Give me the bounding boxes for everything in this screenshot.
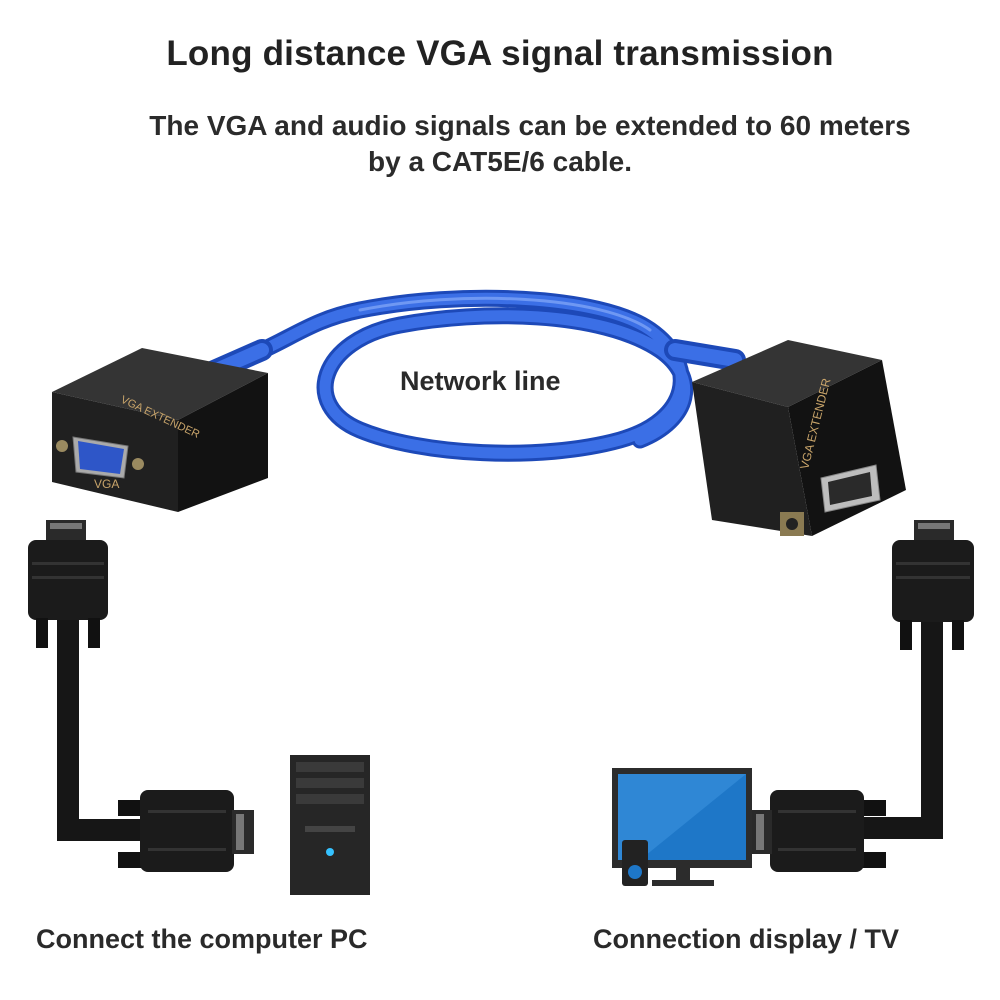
rj45-port bbox=[820, 464, 881, 513]
monitor-icon bbox=[612, 768, 752, 886]
left-vga-cable bbox=[28, 520, 254, 872]
left-extender-box bbox=[52, 348, 268, 512]
vga-port-female bbox=[56, 436, 144, 479]
page-title: Long distance VGA signal transmission bbox=[166, 34, 834, 73]
left-caption: Connect the computer PC bbox=[36, 924, 368, 954]
speaker-icon bbox=[622, 840, 648, 886]
computer-tower-icon bbox=[290, 755, 370, 895]
right-vga-cable bbox=[750, 520, 974, 872]
port-label: VGA bbox=[94, 477, 119, 491]
right-caption: Connection display / TV bbox=[593, 924, 900, 954]
subtitle-line-2: by a CAT5E/6 cable. bbox=[367, 146, 633, 177]
right-extender-box bbox=[692, 340, 906, 536]
network-cable bbox=[201, 289, 746, 462]
dc-jack bbox=[780, 512, 804, 536]
subtitle-line-1: The VGA and audio signals can be extende… bbox=[149, 110, 911, 141]
network-line-label: Network line bbox=[400, 366, 561, 396]
